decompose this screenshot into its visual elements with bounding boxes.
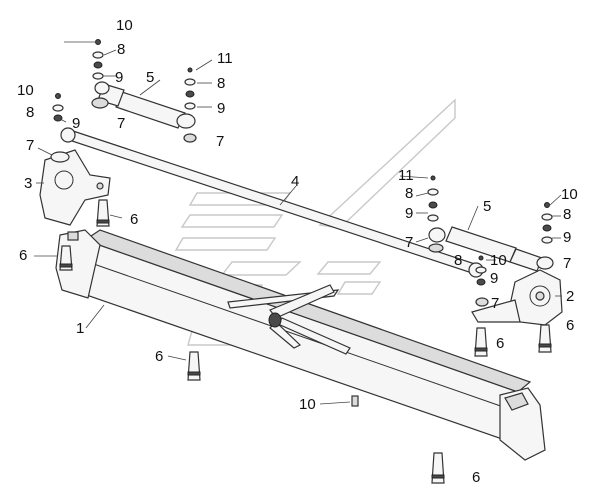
callout-label: 10 bbox=[299, 396, 316, 413]
callout-label: 7 bbox=[491, 295, 499, 312]
callout-label: 7 bbox=[563, 255, 571, 272]
callout-label: 8 bbox=[563, 206, 571, 223]
callout-label: 8 bbox=[26, 104, 34, 121]
callout-label: 8 bbox=[217, 75, 225, 92]
callout-label: 3 bbox=[24, 175, 32, 192]
callout-label: 5 bbox=[483, 198, 491, 215]
callout-label: 10 bbox=[116, 17, 133, 34]
tie-rod bbox=[60, 127, 484, 278]
callout-label: 7 bbox=[117, 115, 125, 132]
callout-label: 6 bbox=[472, 469, 480, 486]
callout-label: 4 bbox=[291, 173, 299, 190]
callout-label: 10 bbox=[561, 186, 578, 203]
callout-label: 1 bbox=[76, 320, 84, 337]
callout-label: 11 bbox=[217, 50, 233, 67]
callout-label: 9 bbox=[217, 100, 225, 117]
callout-label: 10 bbox=[490, 252, 507, 269]
cylinder-left bbox=[91, 81, 197, 143]
fastener-stacks bbox=[52, 39, 553, 286]
callout-label: 8 bbox=[405, 185, 413, 202]
callout-label: 8 bbox=[454, 252, 462, 269]
callout-label: 2 bbox=[566, 288, 574, 305]
cylinder-right bbox=[428, 226, 554, 307]
callout-label: 6 bbox=[496, 335, 504, 352]
callout-labels: 10 8 9 5 11 8 9 7 7 10 8 9 7 3 6 4 11 8 … bbox=[17, 17, 578, 486]
steering-knuckle-right bbox=[471, 269, 563, 326]
callout-label: 6 bbox=[130, 211, 138, 228]
callout-label: 10 bbox=[17, 82, 34, 99]
grease-fittings bbox=[59, 199, 552, 484]
callout-label: 9 bbox=[115, 69, 123, 86]
callout-label: 6 bbox=[155, 348, 163, 365]
callout-label: 7 bbox=[216, 133, 224, 150]
callout-label: 9 bbox=[405, 205, 413, 222]
callout-label: 9 bbox=[490, 270, 498, 287]
callout-label: 7 bbox=[405, 234, 413, 251]
center-bracket bbox=[227, 284, 351, 355]
callout-label: 5 bbox=[146, 69, 154, 86]
steering-knuckle-left bbox=[39, 149, 111, 226]
leader-lines bbox=[34, 41, 562, 405]
callout-label: 8 bbox=[117, 41, 125, 58]
callout-label: 6 bbox=[566, 317, 574, 334]
callout-label: 6 bbox=[19, 247, 27, 264]
callout-label: 7 bbox=[26, 137, 34, 154]
callout-label: 9 bbox=[72, 115, 80, 132]
callout-label: 9 bbox=[563, 229, 571, 246]
callout-label: 11 bbox=[398, 167, 414, 184]
